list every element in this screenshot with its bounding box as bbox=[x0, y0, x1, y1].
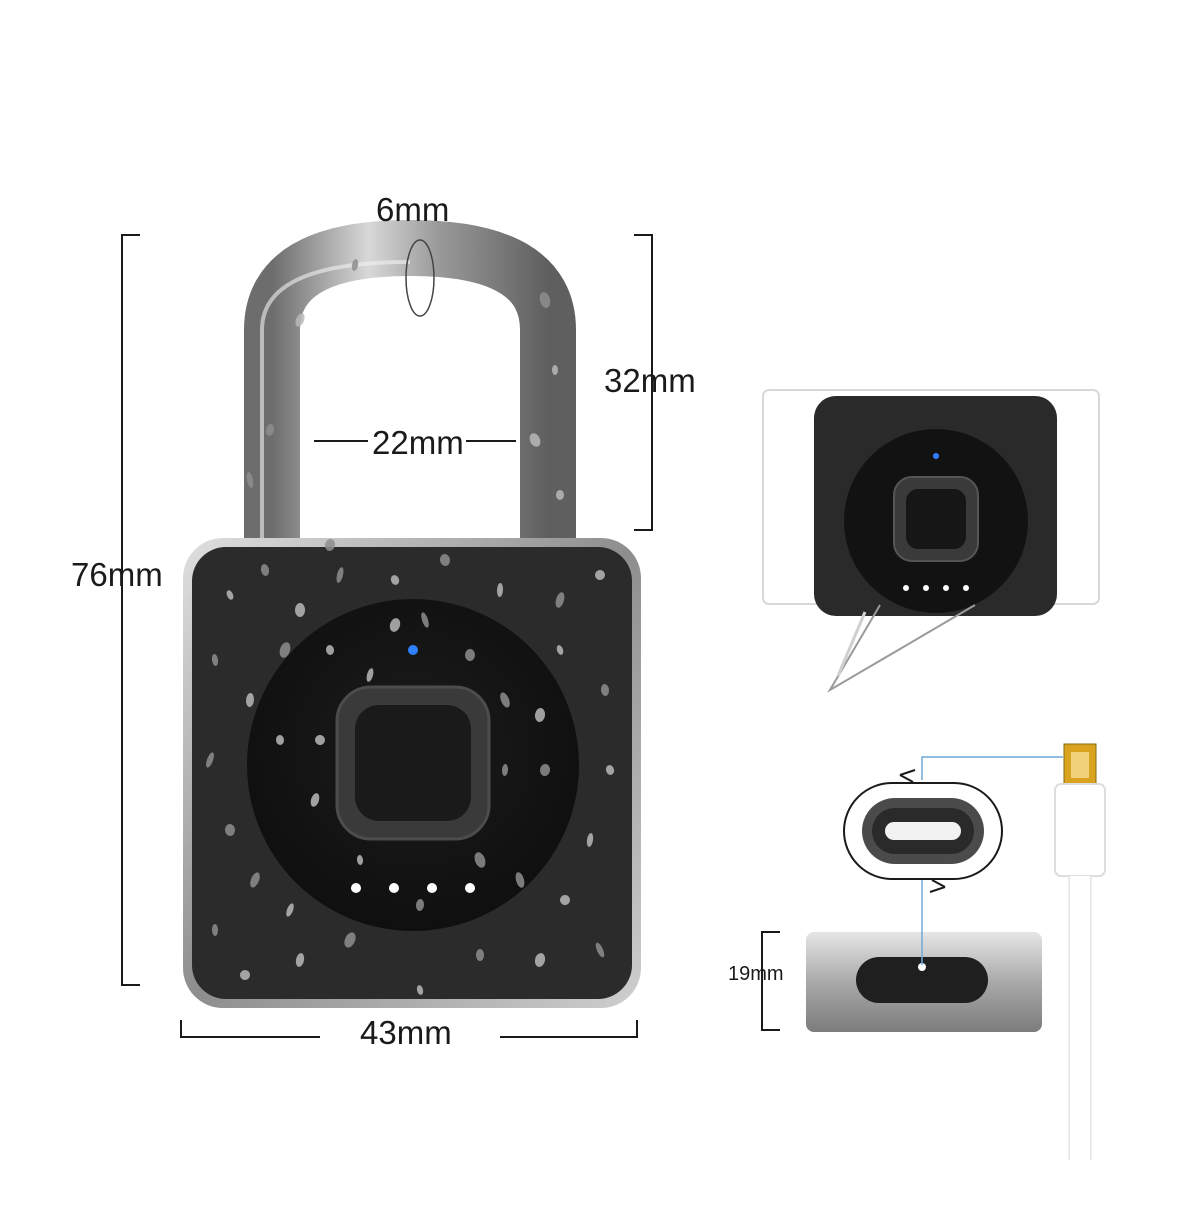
water-drop bbox=[501, 764, 509, 776]
water-drop bbox=[595, 942, 605, 958]
guide-lines bbox=[921, 756, 1063, 965]
water-drop bbox=[551, 365, 559, 375]
water-drop bbox=[336, 567, 344, 583]
water-drop bbox=[534, 953, 546, 967]
water-drop bbox=[245, 693, 255, 707]
water-drop bbox=[474, 852, 486, 868]
water-drop bbox=[555, 490, 565, 500]
water-drop bbox=[600, 684, 610, 696]
shackle bbox=[244, 219, 576, 545]
height-bracket bbox=[121, 234, 140, 986]
thickness-bracket bbox=[761, 931, 780, 1031]
water-drop bbox=[515, 872, 525, 888]
water-drop bbox=[240, 970, 250, 980]
water-drop bbox=[286, 903, 294, 917]
water-drop bbox=[556, 645, 564, 655]
total-height-label: 76mm bbox=[71, 556, 163, 593]
water-drop bbox=[344, 932, 356, 948]
water-drop bbox=[211, 654, 219, 666]
shackle-height-label: 32mm bbox=[604, 362, 696, 399]
water-drop bbox=[224, 824, 236, 836]
water-drop bbox=[325, 645, 335, 655]
water-drop bbox=[555, 592, 565, 608]
body-thickness-label: 19mm bbox=[728, 963, 784, 985]
water-drop bbox=[356, 855, 364, 865]
water-drop bbox=[439, 554, 451, 566]
water-drop bbox=[539, 292, 551, 308]
water-drop bbox=[351, 259, 359, 271]
fingerprint-sensor bbox=[355, 705, 471, 821]
sensor-detail-view bbox=[762, 389, 1100, 693]
indicator-led bbox=[408, 645, 418, 655]
water-drop bbox=[421, 612, 429, 628]
water-drop bbox=[324, 539, 336, 551]
water-drop bbox=[416, 985, 424, 995]
dimension-lines bbox=[121, 234, 780, 1038]
water-drop bbox=[605, 765, 615, 775]
width-bracket-right bbox=[500, 1020, 638, 1038]
water-drop bbox=[265, 424, 275, 436]
side-view bbox=[806, 932, 1042, 1032]
water-drop bbox=[415, 899, 425, 911]
water-drop bbox=[539, 764, 551, 776]
shackle-height-bracket bbox=[634, 234, 653, 531]
shackle-inner-width-label: 22mm bbox=[372, 424, 464, 461]
water-drop bbox=[500, 692, 510, 708]
width-bracket-left bbox=[180, 1020, 320, 1038]
water-drop bbox=[586, 833, 594, 847]
water-drop bbox=[464, 649, 476, 661]
water-drop bbox=[206, 752, 214, 768]
water-drop bbox=[315, 735, 325, 745]
water-drop bbox=[250, 872, 260, 888]
water-drop bbox=[211, 924, 219, 936]
status-dots bbox=[351, 883, 475, 893]
body-width-label: 43mm bbox=[360, 1014, 452, 1051]
water-drop bbox=[366, 668, 374, 682]
shackle-thickness-marker bbox=[405, 239, 435, 317]
usb-type-c-port-icon bbox=[843, 769, 1003, 893]
main-padlock bbox=[183, 219, 641, 1008]
water-drop bbox=[560, 895, 570, 905]
water-drop bbox=[476, 949, 484, 961]
water-drop bbox=[390, 575, 400, 585]
water-drop bbox=[275, 735, 285, 745]
water-drop bbox=[496, 583, 504, 597]
water-drop bbox=[246, 472, 254, 488]
water-drop bbox=[389, 618, 401, 632]
water-drops-icon bbox=[206, 259, 615, 995]
water-drop bbox=[260, 564, 270, 576]
usb-cable-icon bbox=[1054, 743, 1106, 1160]
water-drop bbox=[295, 313, 305, 327]
water-drop bbox=[595, 570, 605, 580]
water-drop bbox=[534, 708, 546, 722]
water-drop bbox=[294, 603, 306, 617]
shackle-thickness-label: 6mm bbox=[376, 191, 450, 228]
water-drop bbox=[310, 793, 320, 807]
water-drop bbox=[529, 433, 541, 447]
water-drop bbox=[226, 590, 234, 600]
water-drop bbox=[279, 642, 291, 658]
water-drop bbox=[295, 953, 305, 967]
